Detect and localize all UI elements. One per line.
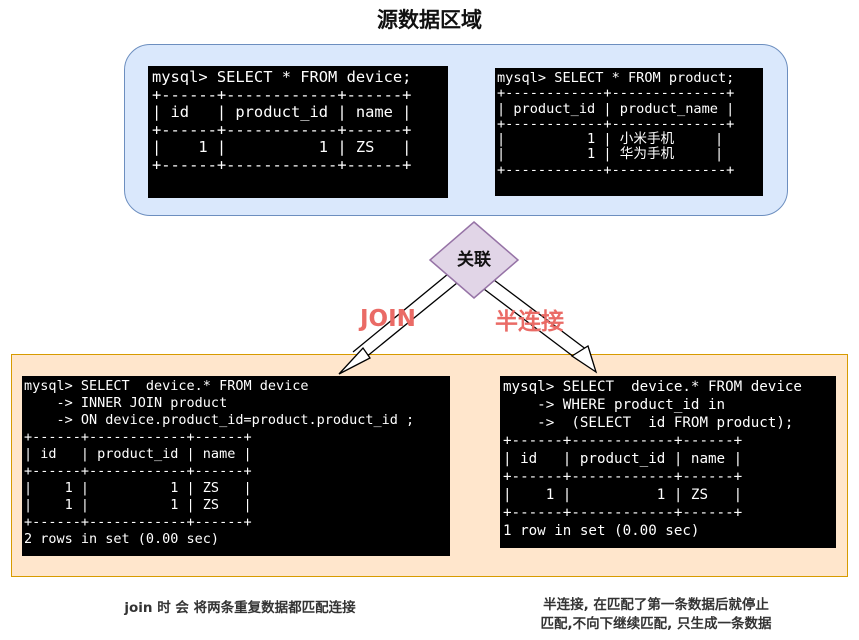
join-label: JOIN: [360, 306, 416, 332]
join-caption: join 时 会 将两条重复数据都匹配连接: [124, 600, 356, 616]
semi-join-caption: 半连接, 在匹配了第一条数据后就停止 匹配,不向下继续匹配, 只生成一条数据: [496, 596, 816, 634]
semi-join-arrow: [475, 273, 598, 374]
join-arrow: [338, 273, 458, 375]
device-table-terminal: mysql> SELECT * FROM device; +------+---…: [148, 66, 448, 198]
semi-join-result-terminal: mysql> SELECT device.* FROM device -> WH…: [500, 376, 836, 548]
relation-label: 关联: [457, 250, 491, 270]
source-area-title: 源数据区域: [377, 8, 482, 32]
semi-join-caption-line1: 半连接, 在匹配了第一条数据后就停止: [543, 597, 769, 613]
semi-join-caption-line2: 匹配,不向下继续匹配, 只生成一条数据: [540, 616, 772, 632]
join-result-terminal: mysql> SELECT device.* FROM device -> IN…: [22, 376, 450, 556]
relation-diamond: [428, 221, 520, 299]
semi-join-label: 半连接: [495, 309, 564, 335]
product-table-terminal: mysql> SELECT * FROM product; +---------…: [495, 68, 763, 196]
